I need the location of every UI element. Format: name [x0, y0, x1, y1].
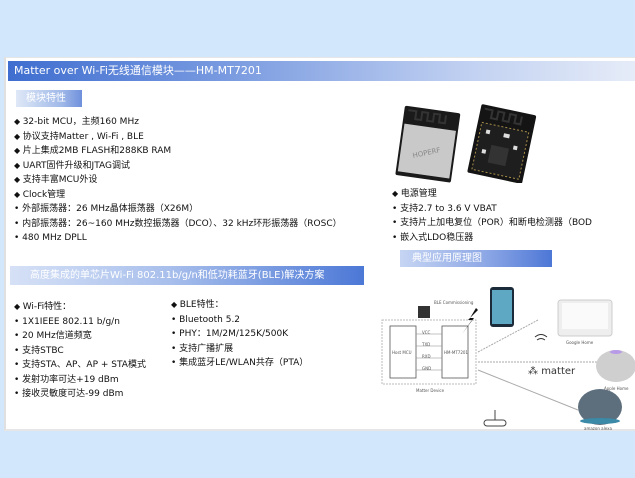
ble-item: PHY：1M/2M/125K/500K [171, 327, 308, 342]
matter-logo: ⁂ matter [528, 366, 576, 377]
clock-item: 内部振荡器：26~160 MHz数控振荡器（DCO）、32 kHz环形振荡器（R… [14, 217, 341, 232]
pin-gnd: GND [422, 366, 432, 371]
slide-title: Matter over Wi-Fi无线通信模块——HM-MT7201 [8, 61, 635, 81]
pin-vcc: VCC [422, 330, 431, 335]
wifi-item: 支持STA、AP、AP + STA模式 [14, 358, 146, 373]
feature-item: 支持丰富MCU外设 [14, 173, 342, 188]
ble-item: 支持广播扩展 [171, 342, 308, 357]
slide: Matter over Wi-Fi无线通信模块——HM-MT7201 模块特性 … [4, 57, 635, 431]
power-item: 嵌入式LDO稳压器 [392, 231, 592, 246]
feature-item: 片上集成2MB FLASH和288KB RAM [14, 144, 342, 159]
feature-item: Clock管理 [14, 188, 342, 203]
application-diagram-banner: 典型应用原理图 [400, 250, 552, 267]
commissioning-label: BLE Commissioning [434, 300, 474, 305]
section-features-tab: 模块特性 [16, 90, 82, 107]
wifi-item: 支持STBC [14, 344, 146, 359]
application-diagram: BLE Commissioning Host MCU HM-MT7201 VCC… [378, 270, 635, 431]
power-section: 电源管理 支持2.7 to 3.6 V VBAT 支持片上加电复位（POR）和断… [392, 187, 592, 245]
wifi-item: 1X1IEEE 802.11 b/g/n [14, 315, 146, 330]
pin-txd: TXD [422, 342, 431, 347]
feature-item: UART固件升级和JTAG调试 [14, 159, 342, 174]
wifi-item: 接收灵敏度可达-99 dBm [14, 387, 146, 402]
clock-item: 480 MHz DPLL [14, 231, 342, 246]
apple-home-label: Apple Home [604, 386, 629, 391]
wifi-heading: Wi-Fi特性： [14, 300, 146, 315]
alexa-label: amazon alexa [584, 426, 612, 431]
power-item: 支持2.7 to 3.6 V VBAT [392, 202, 592, 217]
feature-item: 协议支持Matter , Wi-Fi , BLE [14, 130, 342, 145]
solution-banner: 高度集成的单芯片Wi-Fi 802.11b/g/n和低功耗蓝牙(BLE)解决方案 [10, 266, 364, 285]
module-label: HM-MT7201 [444, 350, 468, 355]
wifi-features: Wi-Fi特性： 1X1IEEE 802.11 b/g/n 20 MHz信道频宽… [14, 300, 146, 402]
clock-item: 外部振荡器：26 MHz晶体振荡器（X26M） [14, 202, 342, 217]
host-mcu-label: Host MCU [392, 350, 412, 355]
power-heading: 电源管理 [392, 187, 592, 202]
feature-item: 32-bit MCU，主频160 MHz [14, 115, 342, 130]
device-caption: Matter Device [416, 388, 445, 393]
module-chip-image: HOPERF [395, 104, 537, 183]
wifi-item: 发射功率可达+19 dBm [14, 373, 146, 388]
wifi-item: 20 MHz信道频宽 [14, 329, 146, 344]
google-home-label: Google Home [566, 340, 594, 345]
power-item: 支持片上加电复位（POR）和断电检测器（BOD [392, 216, 592, 231]
ble-features: BLE特性： Bluetooth 5.2 PHY：1M/2M/125K/500K… [171, 298, 308, 371]
ble-item: Bluetooth 5.2 [171, 313, 308, 328]
background-footer [0, 431, 635, 478]
pin-rxd: RXD [422, 354, 431, 359]
features-list: 32-bit MCU，主频160 MHz 协议支持Matter , Wi-Fi … [14, 115, 342, 246]
ble-item: 集成蓝牙LE/WLAN共存（PTA） [171, 356, 308, 371]
ble-heading: BLE特性： [171, 298, 308, 313]
